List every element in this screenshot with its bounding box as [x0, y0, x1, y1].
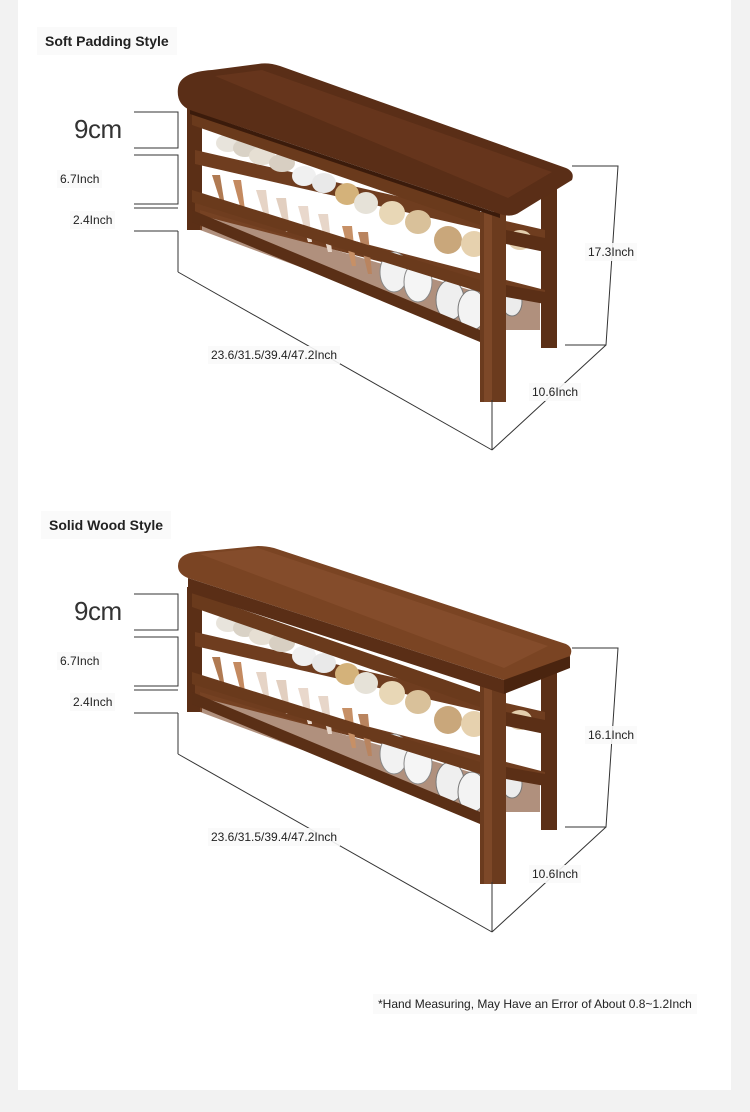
dim-shelf-gap-label: 6.7Inch — [57, 652, 103, 670]
dim-length-label: 23.6/31.5/39.4/47.2Inch — [208, 828, 341, 846]
dim-height-label: 17.3Inch — [585, 243, 638, 261]
seat-cushion-highlight — [215, 70, 552, 198]
section-solid-wood: Solid Wood Style 9cm 6.7Inch 2.4Inch 23.… — [0, 482, 750, 962]
dim-top-gap-label: 9cm — [74, 114, 122, 144]
bench-rail-front — [192, 692, 480, 824]
bench-leg-highlight — [484, 212, 492, 402]
bench-rail-side — [506, 230, 545, 252]
bench-illustration-wood — [134, 546, 619, 933]
seat-board-edge — [504, 656, 570, 694]
section-title: Soft Padding Style — [37, 27, 177, 55]
dim-depth-label: 10.6Inch — [529, 383, 582, 401]
bench-leg — [480, 680, 506, 884]
dim-depth-label: 10.6Inch — [529, 865, 582, 883]
seat-board-edge — [188, 578, 504, 694]
bench-rail-front — [192, 190, 480, 292]
dim-bottom-gap-label: 2.4Inch — [70, 211, 116, 229]
dim-bottom-gap-label: 2.4Inch — [70, 693, 116, 711]
bench-rail-front — [192, 592, 480, 707]
bench-rail-front — [192, 672, 480, 774]
bench-rail-side — [506, 712, 545, 734]
dim-shelf-gap-label: 6.7Inch — [57, 170, 103, 188]
section-title: Solid Wood Style — [41, 511, 172, 539]
bench-leg-highlight — [484, 680, 492, 884]
measurement-disclaimer: *Hand Measuring, May Have an Error of Ab… — [373, 994, 697, 1014]
dim-length-label: 23.6/31.5/39.4/47.2Inch — [208, 346, 341, 364]
seat-board-highlight — [200, 548, 548, 668]
bench-leg — [480, 212, 506, 402]
dim-height-label: 16.1Inch — [585, 726, 638, 744]
bench-rail-side — [506, 767, 545, 786]
seat-cushion-edge — [190, 110, 500, 218]
section-soft-padding: Soft Padding Style 9cm 6.7Inch 2.4Inch 2… — [0, 0, 750, 480]
bench-rail-front — [192, 210, 480, 342]
dim-top-gap-label: 9cm — [74, 596, 122, 626]
bench-rail-side — [506, 285, 545, 304]
bench-leg — [541, 652, 557, 830]
bench-illustration-cushion — [134, 63, 619, 451]
